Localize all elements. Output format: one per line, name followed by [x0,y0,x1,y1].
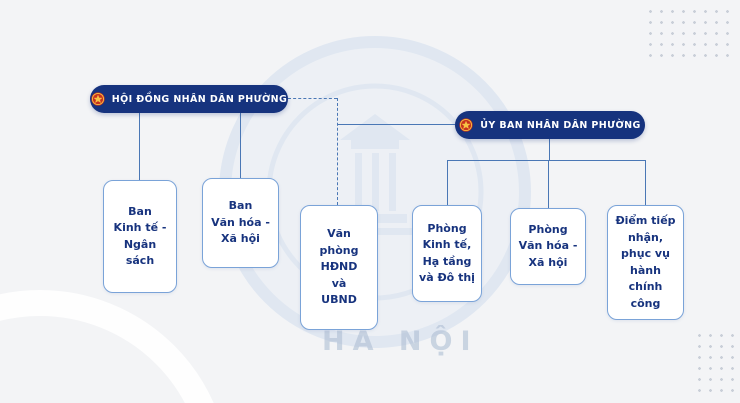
ubnd-title: ỦY BAN NHÂN DÂN PHƯỜNG [480,119,641,131]
connector-hdnd-to-ban-van-hoa [240,113,241,178]
ring-decoration [0,290,230,403]
org-node-diem-tiep-nhan-hanh-chinh-cong: Điểm tiếp nhận, phục vụ hành chính công [607,205,684,320]
dot-grid-decoration [645,6,737,62]
connector-ubnd-crossbar [447,160,646,161]
connector-ubnd-stem [549,139,550,160]
node-label: Ban Văn hóa - Xã hội [211,199,270,246]
connector-hdnd-to-joint-office-horizontal [288,98,337,99]
node-label: Ban Kinh tế - Ngân sách [113,204,167,268]
ubnd-header-pill: ỦY BAN NHÂN DÂN PHƯỜNG [455,111,645,139]
node-label: Phòng Văn hóa - Xã hội [518,222,578,269]
vietnam-emblem-icon [459,118,473,132]
vietnam-emblem-icon [91,92,105,106]
hdnd-title: HỘI ĐỒNG NHÂN DÂN PHƯỜNG [111,93,288,105]
connector-ubnd-to-phong-van-hoa [548,160,549,208]
org-node-phong-kinh-te-ha-tang-do-thi: Phòng Kinh tế, Hạ tầng và Đô thị [412,205,482,302]
city-watermark-text: HÀ NỘI [322,326,479,357]
hdnd-header-pill: HỘI ĐỒNG NHÂN DÂN PHƯỜNG [90,85,288,113]
connector-hdnd-to-ban-kinh-te [139,113,140,180]
org-node-van-phong-hdnd-ubnd: Văn phòng HĐND và UBND [300,205,378,330]
node-label: Văn phòng HĐND và UBND [319,227,359,307]
org-node-ban-van-hoa-xa-hoi: Ban Văn hóa - Xã hội [202,178,279,268]
node-label: Phòng Kinh tế, Hạ tầng và Đô thị [419,221,475,285]
connector-joint-office-to-ubnd [338,124,455,125]
dot-grid-decoration [694,330,738,400]
org-node-ban-kinh-te-ngan-sach: Ban Kinh tế - Ngân sách [103,180,177,293]
connector-ubnd-to-diem-tiep-nhan [645,160,646,205]
connector-joint-office-vertical [337,98,338,205]
node-label: Điểm tiếp nhận, phục vụ hành chính công [615,214,676,310]
org-node-phong-van-hoa-xa-hoi: Phòng Văn hóa - Xã hội [510,208,586,285]
connector-ubnd-to-phong-kinh-te [447,160,448,205]
